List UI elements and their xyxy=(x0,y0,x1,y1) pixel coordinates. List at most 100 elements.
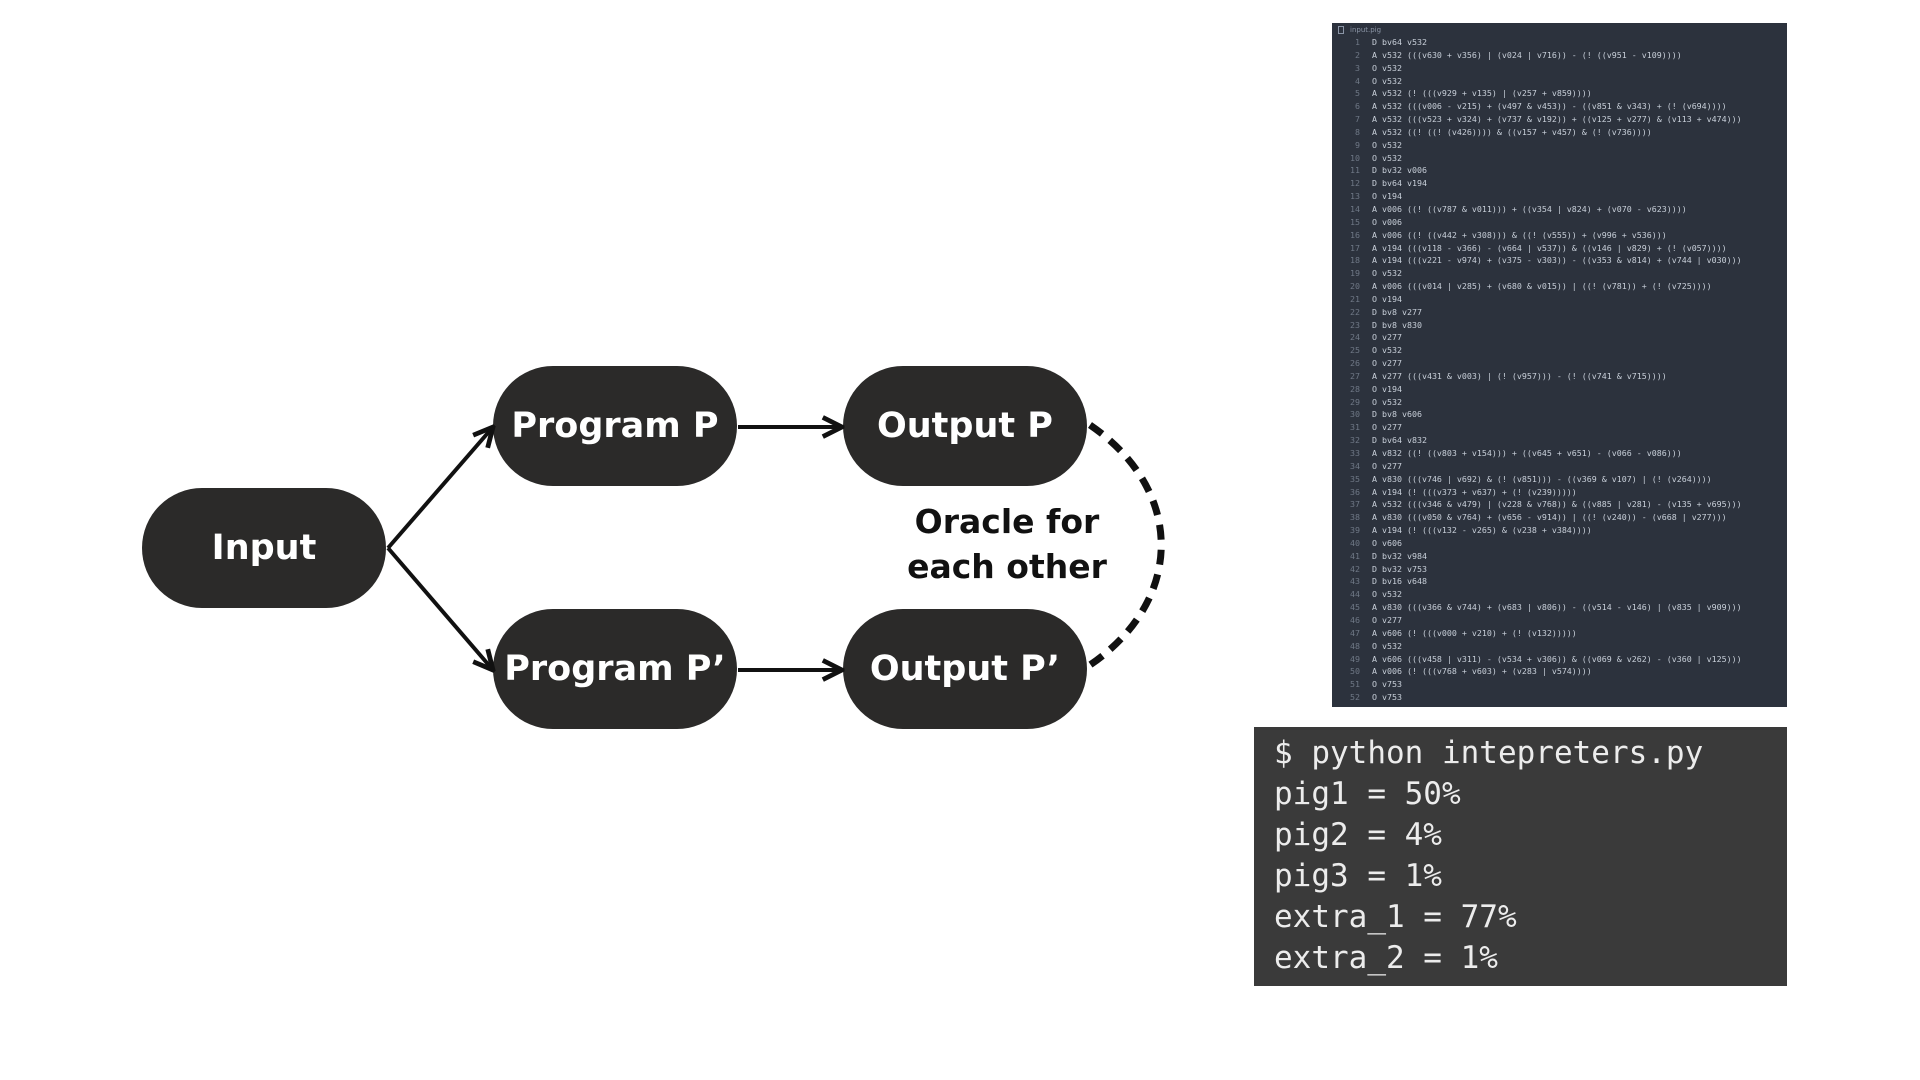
code-line: 7 A v532 (((v523 + v324) + (v737 & v192))… xyxy=(1332,113,1787,126)
terminal-line: $ python intepreters.py xyxy=(1274,735,1704,771)
code-text: D bv16 v648 xyxy=(1372,576,1427,587)
line-number: 22 xyxy=(1350,306,1360,317)
code-text: A v532 (((v630 + v356) | (v024 | v716)) … xyxy=(1372,49,1682,60)
line-number: 52 xyxy=(1350,692,1360,703)
line-number: 48 xyxy=(1350,640,1360,651)
code-text: A v532 ((! ((! (v426)))) & ((v157 + v457… xyxy=(1372,126,1652,137)
line-number: 3 xyxy=(1355,62,1360,73)
code-text: A v277 (((v431 & v003) | (! (v957))) - (… xyxy=(1372,370,1667,381)
line-number: 13 xyxy=(1350,191,1360,202)
line-number: 19 xyxy=(1350,268,1360,279)
terminal-line: pig2 = 4% xyxy=(1274,817,1442,853)
line-number: 20 xyxy=(1350,281,1360,292)
line-number: 32 xyxy=(1350,435,1360,446)
arrow-input-to-program-p xyxy=(386,427,493,550)
line-number: 5 xyxy=(1355,88,1360,99)
output-p-prime-node: Output P’ xyxy=(843,609,1087,729)
program-p-node-label: Program P xyxy=(511,406,718,446)
line-number: 27 xyxy=(1350,370,1360,381)
terminal-line: pig3 = 1% xyxy=(1274,858,1442,894)
code-line: 11 D bv32 v006 xyxy=(1332,164,1787,177)
line-number: 45 xyxy=(1350,602,1360,613)
code-text: A v006 ((! ((v442 + v308))) & ((! (v555)… xyxy=(1372,229,1667,240)
line-number: 6 xyxy=(1355,101,1360,112)
code-text: A v194 (((v118 - v366) - (v664 | v537)) … xyxy=(1372,242,1727,253)
editor-tab[interactable]: input.pig xyxy=(1332,23,1787,36)
line-number: 28 xyxy=(1350,383,1360,394)
code-text: O v532 xyxy=(1372,62,1402,73)
code-line: 3 O v532 xyxy=(1332,62,1787,75)
terminal-line: pig1 = 50% xyxy=(1274,776,1461,812)
oracle-label-line-2: each other xyxy=(907,547,1108,586)
code-text: D bv8 v830 xyxy=(1372,319,1422,330)
code-text: A v006 ((! ((v787 & v011))) + ((v354 | v… xyxy=(1372,203,1687,214)
code-text: A v532 (((v523 + v324) + (v737 & v192)) … xyxy=(1372,114,1742,125)
line-number: 9 xyxy=(1355,139,1360,150)
line-number: 10 xyxy=(1350,152,1360,163)
oracle-dashed-connector xyxy=(1088,422,1165,668)
code-text: O v532 xyxy=(1372,396,1402,407)
code-text: O v753 xyxy=(1372,692,1402,703)
code-text: O v194 xyxy=(1372,383,1402,394)
line-number: 49 xyxy=(1350,653,1360,664)
line-number: 50 xyxy=(1350,666,1360,677)
line-number: 46 xyxy=(1350,614,1360,625)
code-text: O v277 xyxy=(1372,358,1402,369)
program-p-prime-node-label: Program P’ xyxy=(504,649,725,689)
code-text: O v532 xyxy=(1372,268,1402,279)
line-number: 30 xyxy=(1350,409,1360,420)
line-number: 11 xyxy=(1350,165,1360,176)
file-icon xyxy=(1338,25,1344,34)
line-number: 4 xyxy=(1355,75,1360,86)
oracle-label-line-1: Oracle for xyxy=(915,502,1100,541)
line-number: 15 xyxy=(1350,216,1360,227)
code-text: A v830 (((v746 | v692) & (! (v851))) - (… xyxy=(1372,473,1712,484)
code-text: O v532 xyxy=(1372,345,1402,356)
input-node: Input xyxy=(142,488,386,608)
line-number: 40 xyxy=(1350,537,1360,548)
code-text: D bv32 v006 xyxy=(1372,165,1427,176)
terminal-output: $ python intepreters.py pig1 = 50% pig2 … xyxy=(1254,727,1787,986)
output-p-node-label: Output P xyxy=(877,406,1053,446)
line-number: 38 xyxy=(1350,512,1360,523)
line-number: 33 xyxy=(1350,448,1360,458)
code-text: A v194 (((v221 - v974) + (v375 - v303)) … xyxy=(1372,255,1742,266)
line-number: 41 xyxy=(1350,550,1360,561)
code-line: 28 O v194 xyxy=(1332,383,1787,396)
code-text: D bv32 v984 xyxy=(1372,550,1427,561)
program-p-node: Program P xyxy=(493,366,737,486)
line-number: 7 xyxy=(1355,114,1360,125)
code-text: A v606 (! (((v000 + v210) + (! (v132))))… xyxy=(1372,627,1577,638)
code-line: 27 A v277 (((v431 & v003) | (! (v957))) -… xyxy=(1332,370,1787,383)
line-number: 29 xyxy=(1350,396,1360,407)
line-number: 23 xyxy=(1350,319,1360,330)
code-text: A v194 (! (((v373 + v637) + (! (v239))))… xyxy=(1372,486,1577,497)
arrow-input-to-program-p-prime xyxy=(386,546,493,670)
code-text: O v277 xyxy=(1372,422,1402,433)
line-number: 17 xyxy=(1350,242,1360,253)
code-line: 23 D bv8 v830 xyxy=(1332,319,1787,332)
line-number: 44 xyxy=(1350,589,1360,600)
